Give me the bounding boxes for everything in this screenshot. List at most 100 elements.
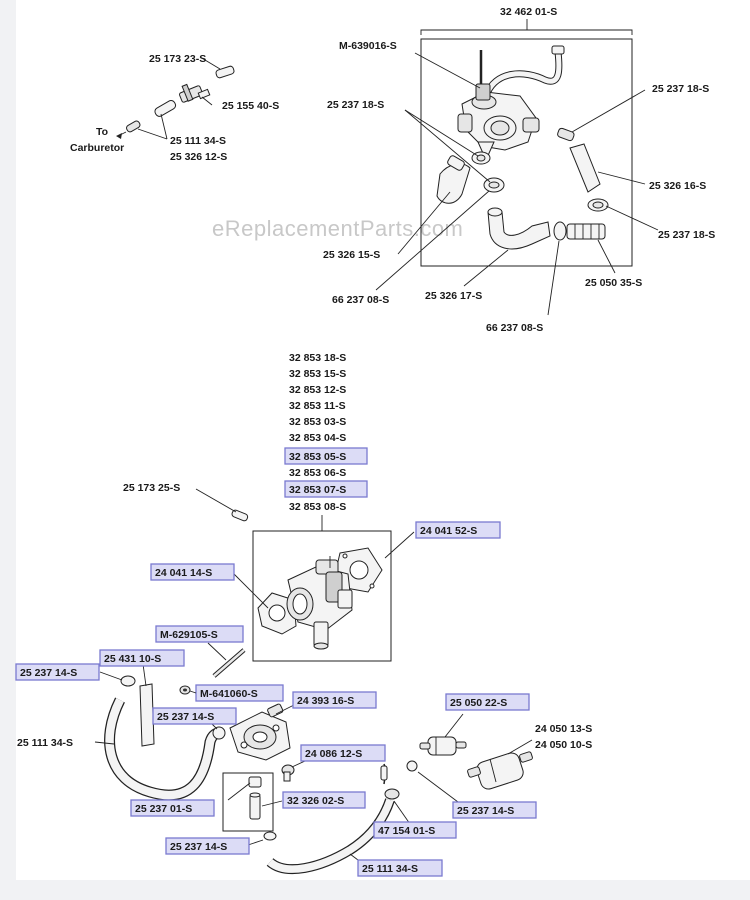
label-25-237-18-a: 25 237 18-S bbox=[327, 99, 384, 111]
label-24-050-13: 24 050 13-S bbox=[535, 723, 592, 735]
breather-group: 25 173 23-S 25 155 40-S 25 111 34-S 25 3… bbox=[70, 53, 279, 163]
carburetor-assembly: 25 173 25-S 24 041 52-S 24 041 14-S bbox=[123, 482, 501, 662]
label-m-629105[interactable]: M-629105-S bbox=[160, 629, 218, 641]
pin-part bbox=[231, 509, 249, 522]
label-box-25-237-14-a[interactable] bbox=[15, 663, 100, 681]
clamp-part bbox=[212, 726, 226, 740]
label-24-041-14[interactable]: 24 041 14-S bbox=[155, 567, 212, 579]
watermark: eReplacementParts.com bbox=[212, 216, 463, 241]
clamp-3 bbox=[557, 127, 575, 142]
hose-part bbox=[154, 100, 177, 117]
kit-item: 32 853 12-S bbox=[289, 384, 346, 396]
label-25-326-17: 25 326 17-S bbox=[425, 290, 482, 302]
label-25-326-15: 25 326 15-S bbox=[323, 249, 380, 261]
to-carburetor-line1: To bbox=[96, 126, 108, 138]
kit-highlight[interactable] bbox=[284, 480, 368, 498]
inline-filter-large bbox=[467, 751, 533, 790]
clamp-part bbox=[406, 760, 418, 772]
label-25-237-14-d[interactable]: 25 237 14-S bbox=[457, 805, 514, 817]
clamp-5 bbox=[553, 221, 567, 241]
fuel-pump bbox=[229, 703, 291, 761]
label-m-641060[interactable]: M-641060-S bbox=[200, 688, 258, 700]
label-24-086-12[interactable]: 24 086 12-S bbox=[305, 748, 362, 760]
kit-item: 32 853 04-S bbox=[289, 432, 346, 444]
label-25-050-22[interactable]: 25 050 22-S bbox=[450, 697, 507, 709]
kit-item[interactable]: 32 853 05-S bbox=[289, 451, 346, 463]
kit-highlight[interactable] bbox=[284, 447, 368, 465]
label-24-041-52[interactable]: 24 041 52-S bbox=[420, 525, 477, 537]
assembly-box bbox=[420, 38, 633, 267]
clamp-2 bbox=[483, 177, 505, 193]
hose-431 bbox=[139, 683, 155, 747]
label-box-25-237-14-c[interactable] bbox=[165, 837, 250, 855]
label-box-24-393-16[interactable] bbox=[292, 691, 377, 709]
label-24-393-16[interactable]: 24 393 16-S bbox=[297, 695, 354, 707]
label-25-173-25: 25 173 25-S bbox=[123, 482, 180, 494]
fuel-line-section: M-629105-S 25 431 10-S 25 237 14-S M-641… bbox=[15, 625, 592, 877]
carburetor-kit-list: 32 853 18-S 32 853 15-S 32 853 12-S 32 8… bbox=[284, 352, 368, 531]
label-25-237-01[interactable]: 25 237 01-S bbox=[135, 803, 192, 815]
label-box-24-041-14[interactable] bbox=[150, 563, 235, 581]
carburetor-box bbox=[252, 530, 392, 662]
label-box-m-629105[interactable] bbox=[155, 625, 244, 643]
kit-item: 32 853 08-S bbox=[289, 501, 346, 513]
label-25-237-14-a[interactable]: 25 237 14-S bbox=[20, 667, 77, 679]
label-66-237-08-a: 66 237 08-S bbox=[332, 294, 389, 306]
kit-item: 32 853 03-S bbox=[289, 416, 346, 428]
label-box-25-237-14-d[interactable] bbox=[452, 801, 537, 819]
clamp-part bbox=[120, 675, 136, 687]
kit-item: 32 853 06-S bbox=[289, 467, 346, 479]
label-25-237-14-b[interactable]: 25 237 14-S bbox=[157, 711, 214, 723]
left-margin bbox=[0, 0, 16, 900]
label-box-24-041-52[interactable] bbox=[415, 521, 501, 539]
inline-filter-22 bbox=[419, 736, 467, 756]
kit-item: 32 853 15-S bbox=[289, 368, 346, 380]
label-25-237-14-c[interactable]: 25 237 14-S bbox=[170, 841, 227, 853]
kit-item[interactable]: 32 853 07-S bbox=[289, 484, 346, 496]
label-25-111-34-b[interactable]: 25 111 34-S bbox=[362, 863, 418, 875]
label-66-237-08-b: 66 237 08-S bbox=[486, 322, 543, 334]
label-25-237-18-c: 25 237 18-S bbox=[658, 229, 715, 241]
tee-fitting bbox=[380, 763, 400, 800]
label-25-111-34: 25 111 34-S bbox=[170, 135, 226, 147]
carburetor-body bbox=[286, 556, 353, 650]
label-25-050-35: 25 050 35-S bbox=[585, 277, 642, 289]
valve-body bbox=[457, 83, 540, 162]
hose-15 bbox=[436, 163, 471, 204]
label-24-050-10: 24 050 10-S bbox=[535, 739, 592, 751]
label-box-47-154-01[interactable] bbox=[373, 821, 457, 839]
fitting-part bbox=[179, 83, 211, 103]
label-25-237-18-b: 25 237 18-S bbox=[652, 83, 709, 95]
label-47-154-01[interactable]: 47 154 01-S bbox=[378, 825, 435, 837]
hose-16 bbox=[569, 143, 601, 193]
label-25-326-12: 25 326 12-S bbox=[170, 151, 227, 163]
bottom-margin bbox=[0, 880, 750, 900]
label-box-25-111-34-b[interactable] bbox=[357, 859, 443, 877]
tank-valve-assembly: 32 462 01-S M-639016-S 25 237 18-S 25 23… bbox=[323, 6, 715, 334]
label-box-25-431-10[interactable] bbox=[99, 649, 185, 667]
label-25-431-10[interactable]: 25 431 10-S bbox=[104, 653, 161, 665]
clamp-part bbox=[263, 831, 277, 841]
screw-part bbox=[281, 764, 295, 782]
connector-part bbox=[249, 794, 261, 820]
label-box-25-237-14-b[interactable] bbox=[152, 707, 237, 725]
label-box-25-050-22[interactable] bbox=[445, 693, 530, 711]
label-32-326-02[interactable]: 32 326 02-S bbox=[287, 795, 344, 807]
fitting-box bbox=[222, 772, 274, 832]
label-25-155-40: 25 155 40-S bbox=[222, 100, 279, 112]
label-25-326-16: 25 326 16-S bbox=[649, 180, 706, 192]
kit-item: 32 853 18-S bbox=[289, 352, 346, 364]
label-box-24-086-12[interactable] bbox=[300, 744, 386, 762]
label-m-639016: M-639016-S bbox=[339, 40, 397, 52]
label-32-462-01: 32 462 01-S bbox=[500, 6, 557, 18]
filter-35 bbox=[566, 223, 606, 240]
elbow-hose bbox=[487, 211, 551, 250]
to-carburetor-line2: Carburetor bbox=[70, 142, 124, 154]
label-box-32-326-02[interactable] bbox=[282, 791, 366, 809]
clamp-part bbox=[126, 120, 141, 133]
label-box-25-237-01[interactable] bbox=[130, 799, 215, 817]
kit-item: 32 853 11-S bbox=[289, 400, 346, 412]
label-25-111-34-a: 25 111 34-S bbox=[17, 737, 73, 749]
